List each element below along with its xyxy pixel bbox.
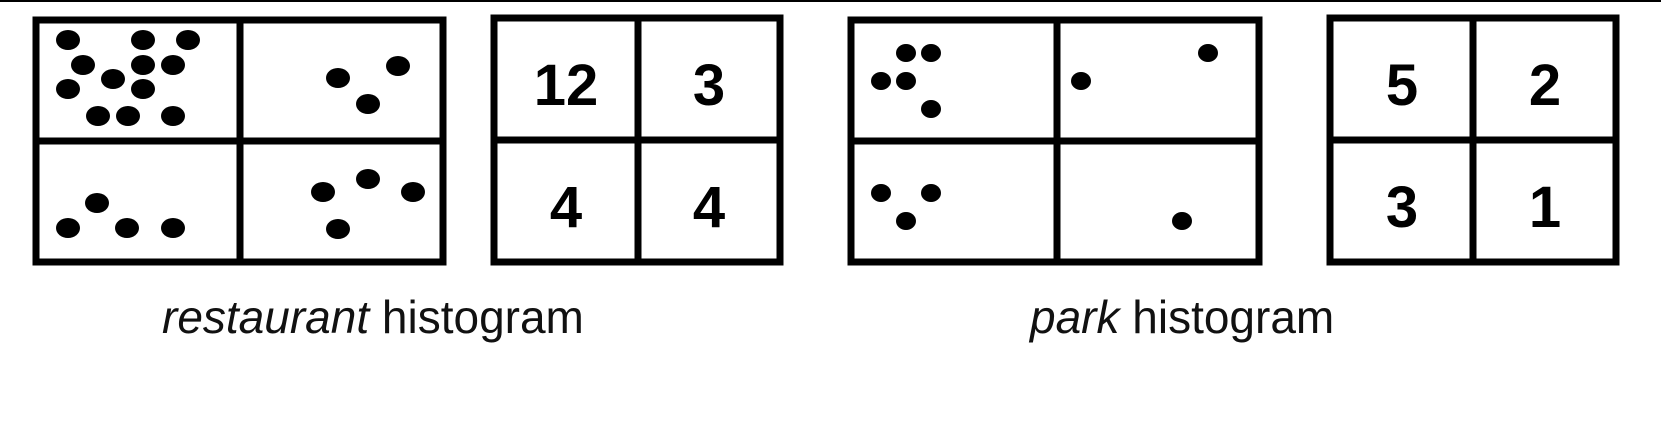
park-count-bottom-right: 1 [1529,175,1561,240]
top-border-line [0,0,1661,2]
restaurant-count-top-left: 12 [534,53,599,118]
park-count-bottom-left: 3 [1386,175,1418,240]
caption-italic-term: restaurant [162,291,370,343]
restaurant-count-top-right: 3 [693,53,725,118]
restaurant-dots [56,30,425,239]
restaurant-count-grid [490,14,784,266]
park-count-grid [1326,14,1620,266]
caption-italic-term: park [1030,291,1120,343]
restaurant-count-bottom-left: 4 [550,175,582,240]
restaurant-histogram-caption: restaurant histogram [162,290,584,344]
restaurant-scatter-grid [32,16,447,266]
restaurant-count-bottom-right: 4 [693,175,725,240]
caption-rest: histogram [1119,291,1335,343]
park-scatter-grid [847,16,1263,266]
park-count-top-right: 2 [1529,53,1561,118]
park-count-top-left: 5 [1386,53,1418,118]
park-dots [871,44,1218,230]
park-histogram-caption: park histogram [1030,290,1334,344]
caption-rest: histogram [369,291,584,343]
